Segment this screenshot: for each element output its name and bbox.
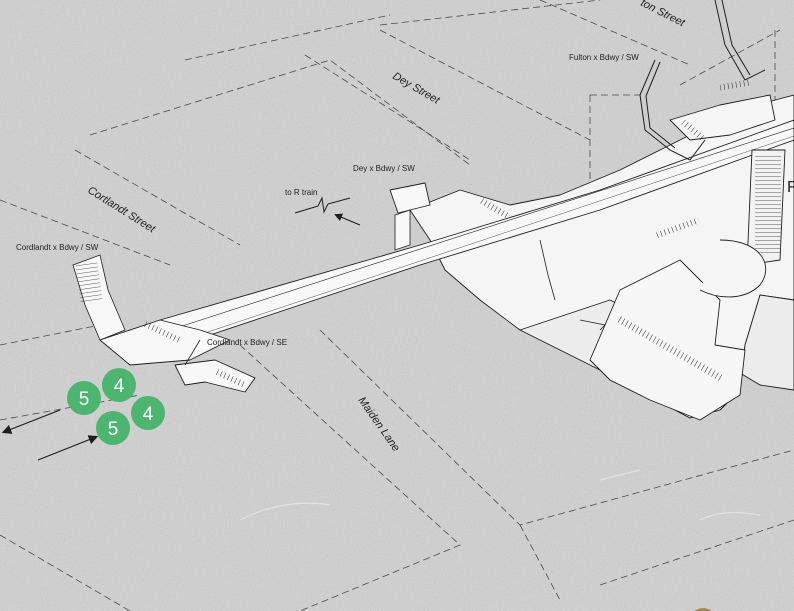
curved-ramp (699, 239, 766, 298)
route-badge[interactable]: 5 (96, 411, 130, 445)
route-badge-label: 5 (108, 419, 119, 440)
route-badge-circle (102, 368, 136, 402)
r-transfer-arrow (334, 213, 361, 226)
entrance-label-fulton-sw[interactable]: Fulton x Bdwy / SW (569, 53, 639, 62)
scratch-marks (239, 469, 761, 521)
route-badge-label: 4 (143, 404, 154, 425)
cortlandt-sw-steps (75, 260, 103, 304)
cortlandt-se-landing (174, 359, 256, 393)
route-badge-circle (96, 411, 130, 445)
shaft-lines (755, 155, 781, 255)
route-badge[interactable]: 4 (131, 396, 165, 430)
northbound-arrow (37, 435, 99, 461)
route-badge-label: 4 (114, 376, 125, 397)
escalator-center (655, 217, 700, 239)
route-badge-circle (67, 381, 101, 415)
staircases (72, 0, 766, 388)
transfer-label-r-train[interactable]: to R train (285, 188, 317, 197)
cortlandt-se-escalator (215, 368, 245, 388)
station-structure (99, 94, 794, 421)
route-badge[interactable]: 4 (102, 368, 136, 402)
escalator-dey (478, 197, 510, 219)
fulton-top-stair (714, 0, 766, 81)
escalator-south (616, 315, 724, 382)
route-badge-label: 5 (79, 389, 90, 410)
southbound-arrow (1, 409, 61, 434)
entrance-label-dey-sw[interactable]: Dey x Bdwy / SW (353, 164, 415, 173)
escalator-fulton (681, 119, 707, 143)
cortlandt-mezzanine (99, 319, 231, 366)
dey-stair (394, 209, 411, 251)
cortlandt-escalator (143, 321, 183, 344)
fulton-upper-block (669, 94, 776, 141)
route-badge[interactable]: 5 (67, 381, 101, 415)
fulton-sw-stair (639, 59, 706, 161)
main-corridor (159, 119, 794, 346)
connector-stair (539, 239, 556, 301)
cut-off-label: F (787, 179, 794, 196)
dey-landing (389, 182, 431, 214)
route-badge-circle (131, 396, 165, 430)
entrance-label-cortlandt-se[interactable]: Cordlandt x Bdwy / SE (207, 338, 287, 347)
entrance-label-cortlandt-sw[interactable]: Cordlandt x Bdwy / SW (16, 243, 99, 252)
escalator-upper-right (719, 79, 751, 91)
corner-badge (694, 608, 712, 611)
r-transfer-marker (294, 196, 361, 226)
